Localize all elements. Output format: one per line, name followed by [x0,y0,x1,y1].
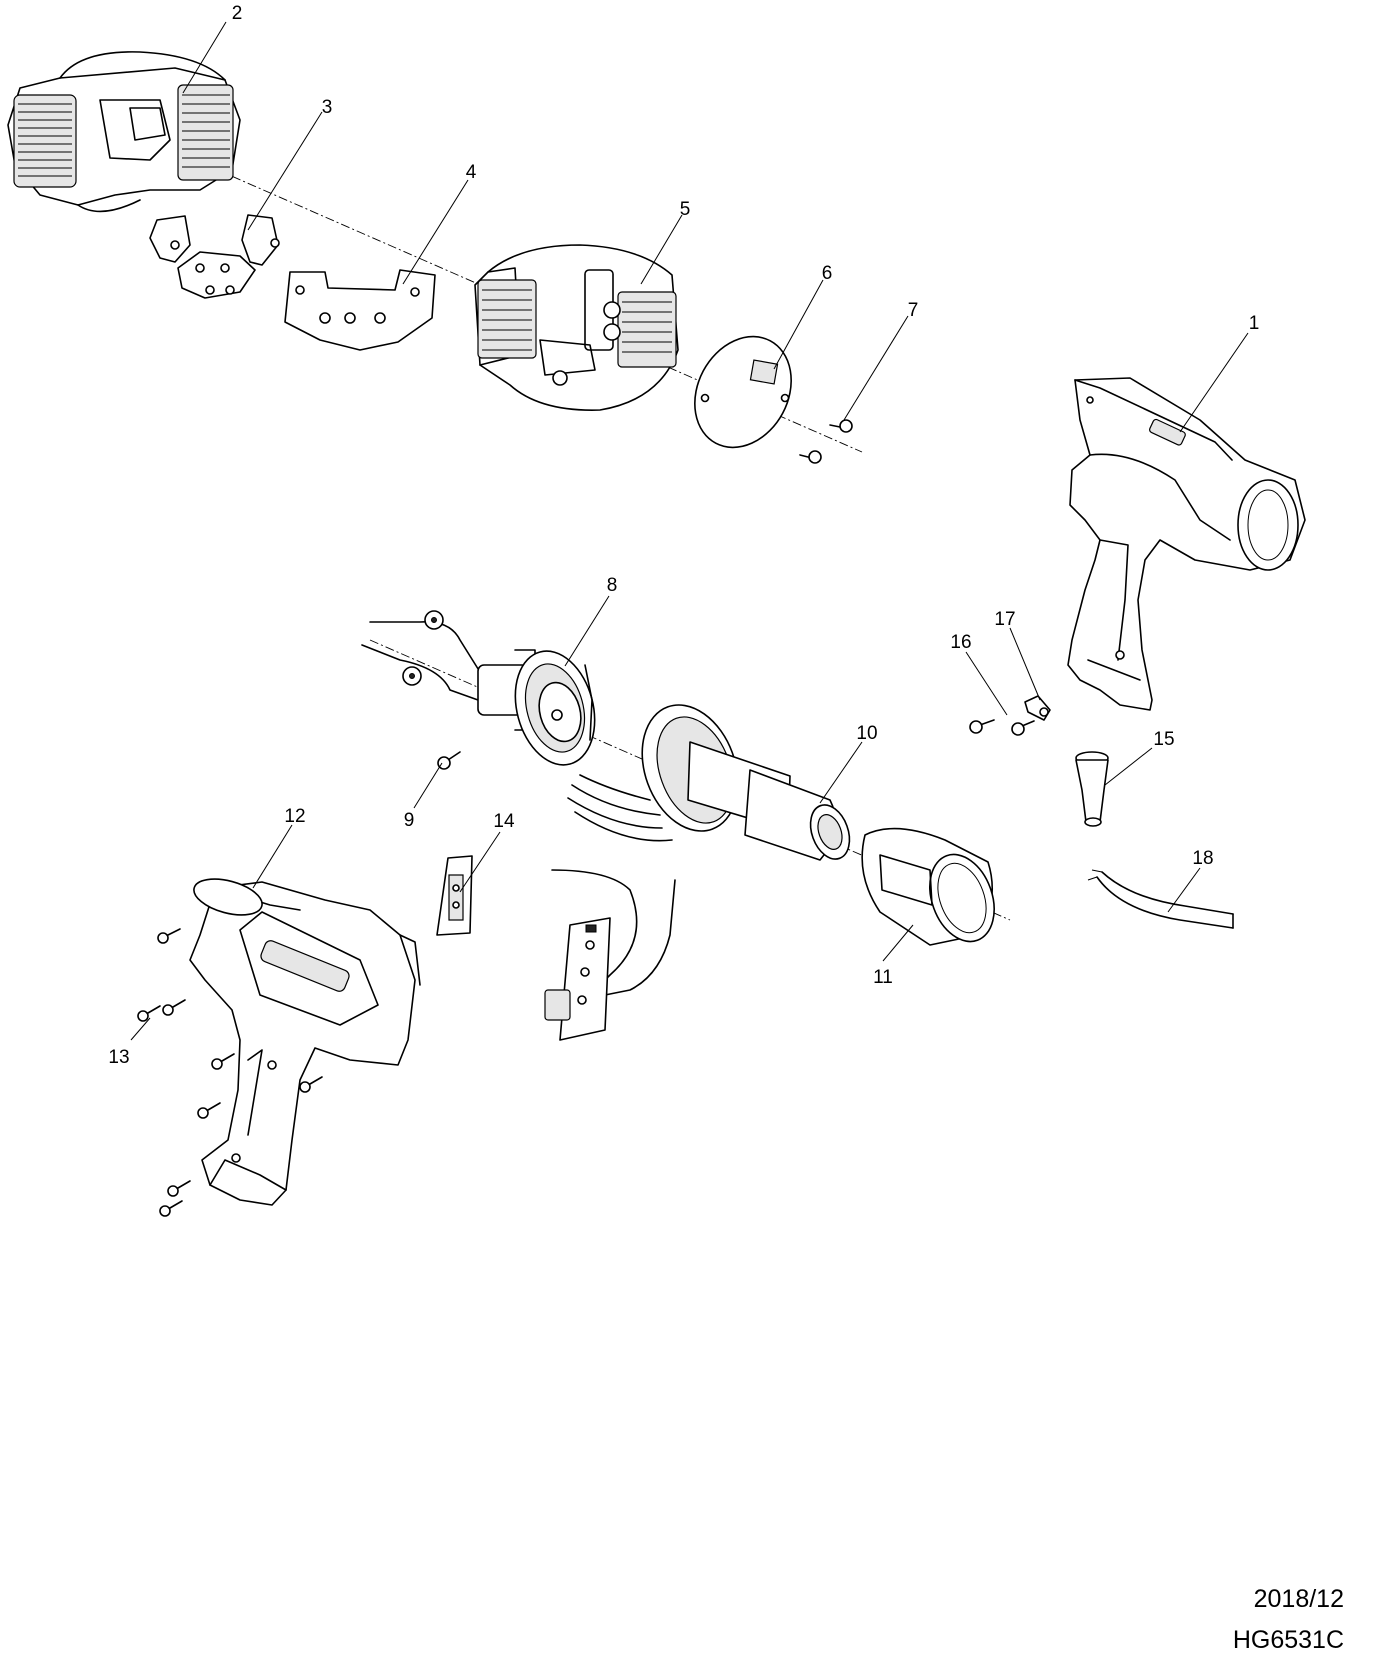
part-7-screws [799,419,853,464]
callout-10: 10 [856,723,877,744]
part-6-disc-plate [694,335,792,449]
controller-board-unlabeled [544,869,676,1041]
part-8-fan-motor [361,610,596,766]
callout-1: 1 [1249,313,1260,334]
part-1-housing-half-right [1067,377,1306,711]
part-3-clips [149,214,280,299]
callout-5: 5 [680,199,691,220]
part-14-switch [436,855,473,936]
callout-11: 11 [873,967,893,988]
callout-12: 12 [284,806,305,827]
part-13-screws [137,928,323,1217]
callout-3: 3 [322,97,333,118]
diagram-date: 2018/12 [1253,1585,1344,1613]
callout-14: 14 [493,811,515,832]
part-15-cord-guard [1075,751,1109,827]
callout-7: 7 [908,300,919,321]
part-2-rear-cover [7,51,241,213]
assembly-axis-lines [91,114,1011,921]
callout-numbers: 1 2 3 4 5 6 7 8 9 10 11 12 13 14 15 16 1… [108,3,1259,1068]
callout-15: 15 [1153,729,1174,750]
part-10-heating-element [567,704,851,861]
part-18-power-cord [1087,869,1234,929]
part-11-nozzle-sleeve [861,827,995,946]
leader-lines [130,21,1249,1041]
callout-9: 9 [404,810,415,831]
part-16-screws [969,719,1035,736]
callout-17: 17 [994,609,1015,630]
model-number: HG6531C [1232,1626,1344,1654]
part-4-bracket-plate [284,269,436,351]
part-17-cord-clamp [1024,695,1051,721]
callout-16: 16 [950,632,971,653]
callout-6: 6 [822,263,833,284]
part-5-fan-housing [474,244,679,411]
part-12-housing-half-left [189,878,421,1206]
callout-4: 4 [466,162,477,183]
callout-13: 13 [108,1047,129,1068]
part-9-screw [437,751,461,770]
callout-18: 18 [1192,848,1213,869]
callout-8: 8 [607,575,618,596]
callout-2: 2 [232,3,243,24]
